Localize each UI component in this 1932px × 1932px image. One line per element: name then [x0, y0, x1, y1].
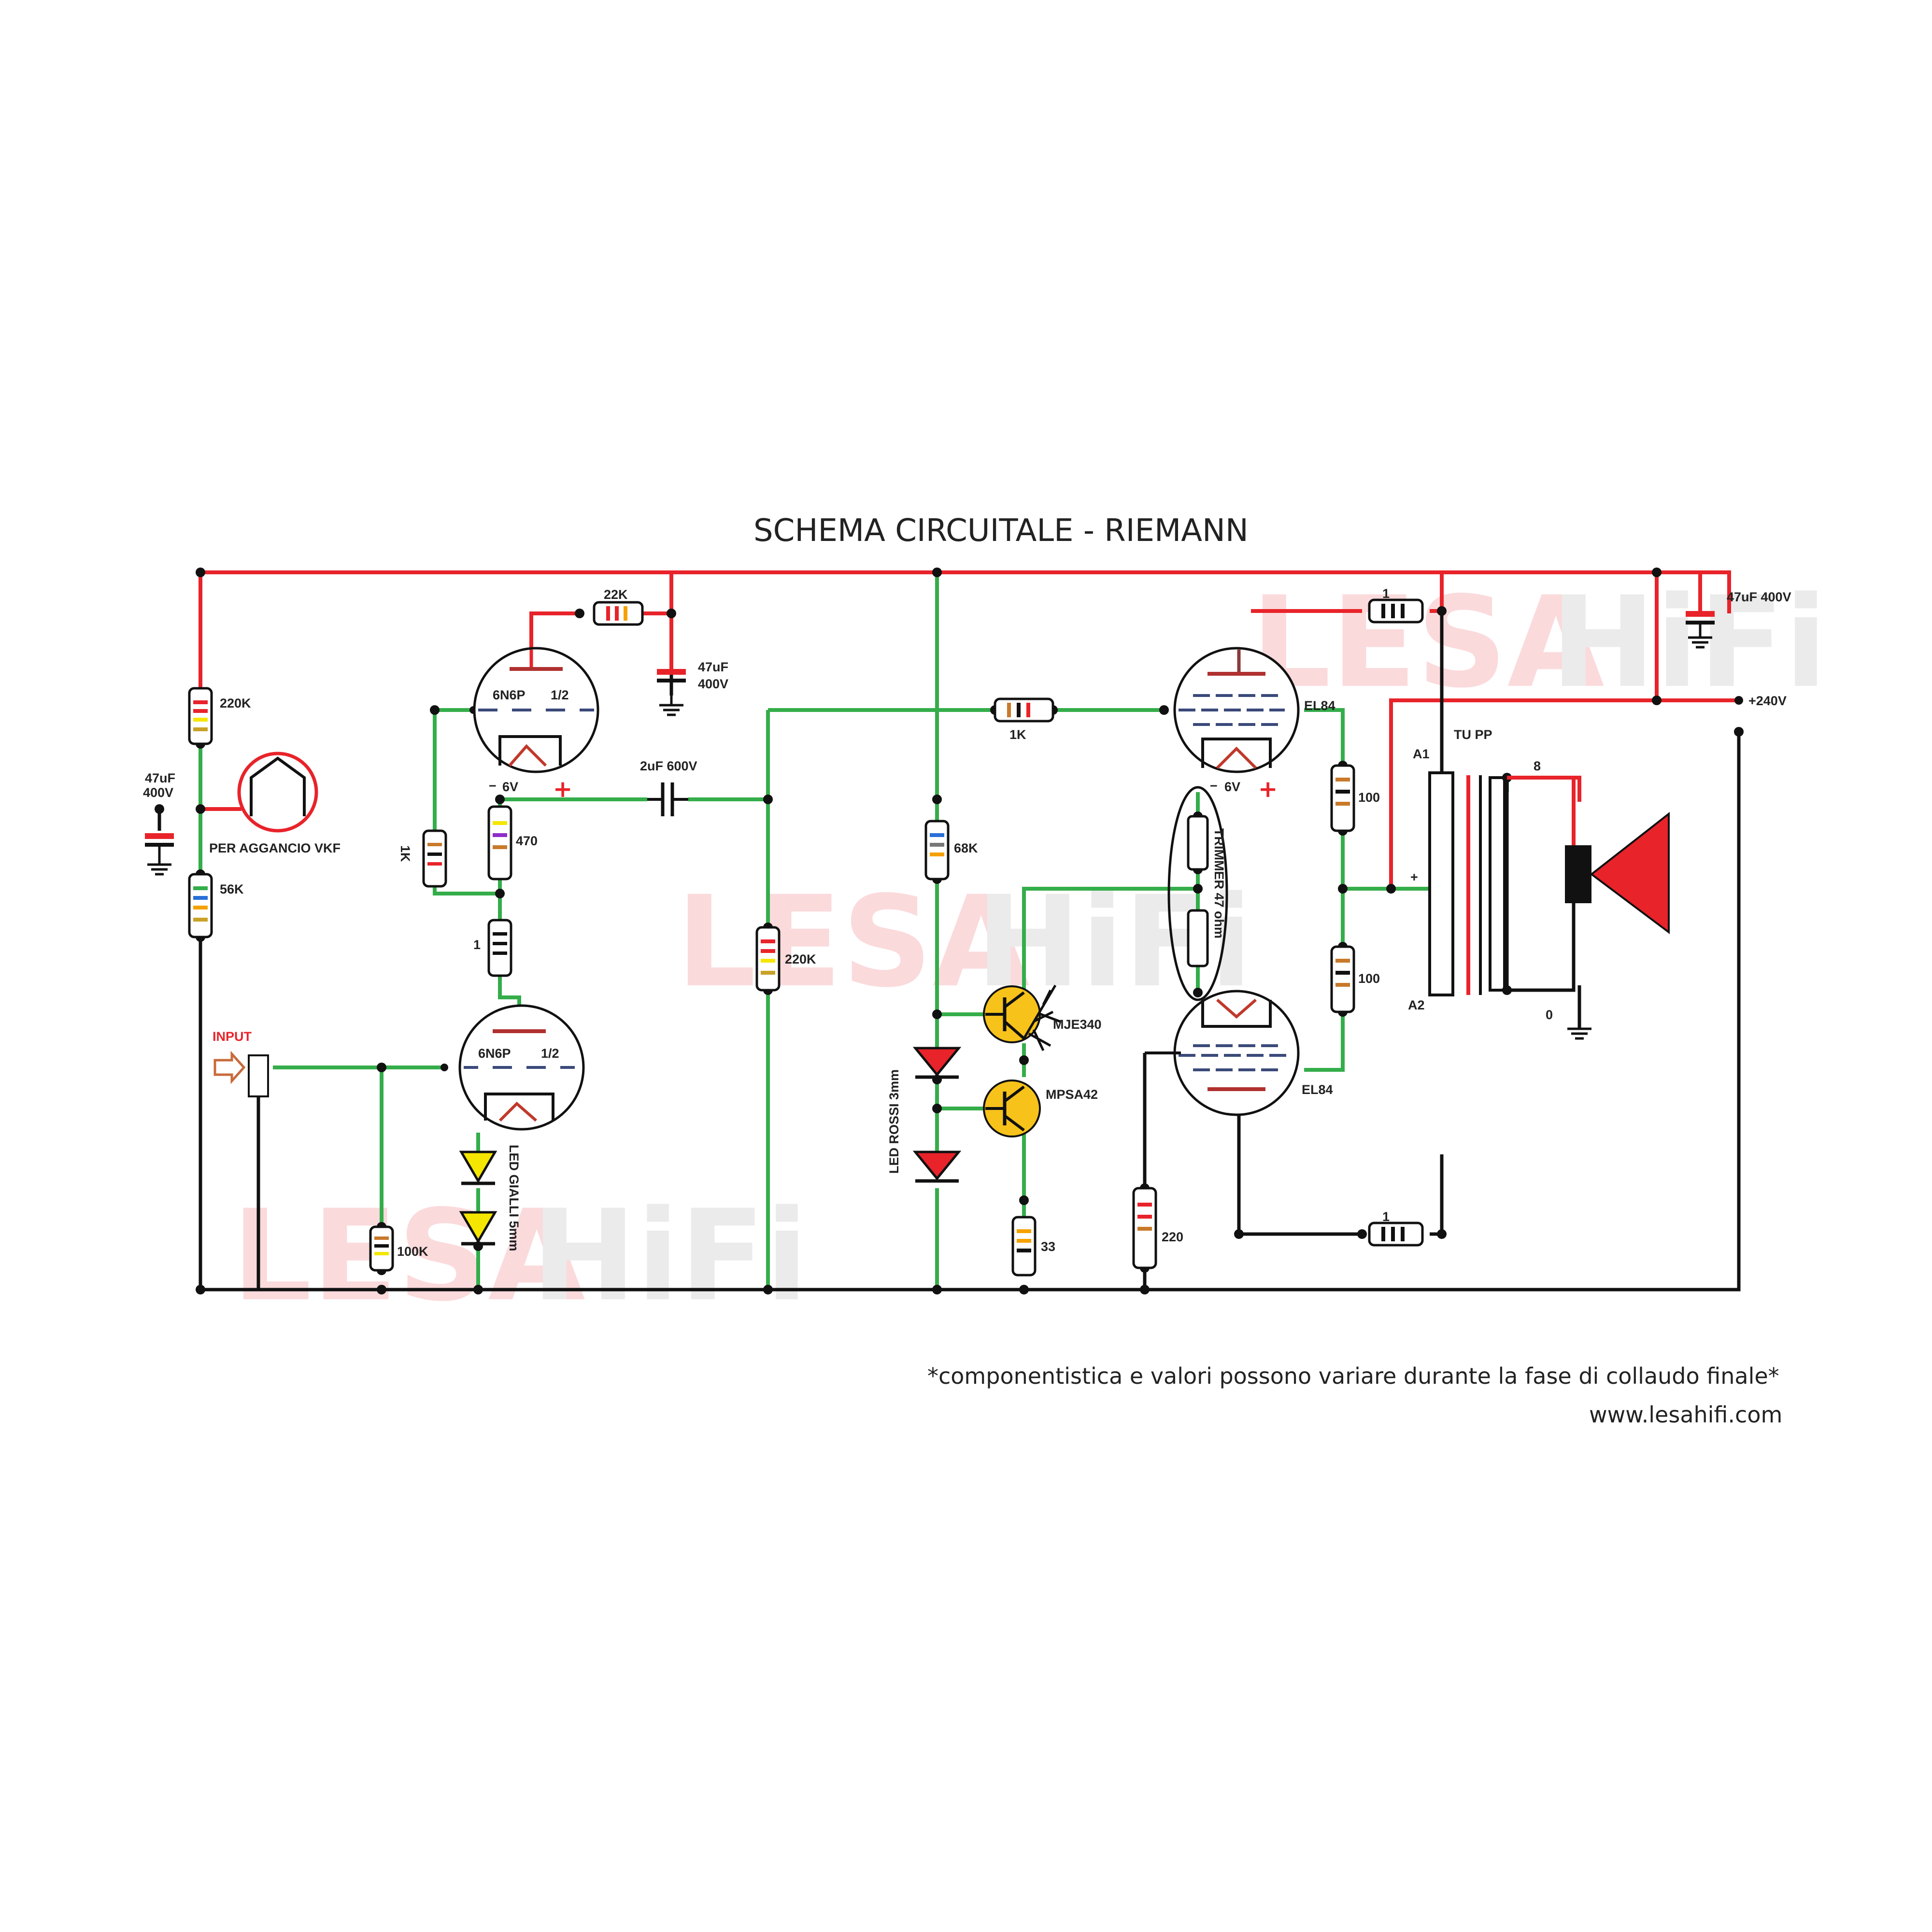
- label-a2: A2: [1408, 998, 1425, 1012]
- label-cap-left-1: 47uF: [145, 771, 175, 785]
- led-red-2: [912, 1151, 962, 1183]
- vkf-connector: PER AGGANCIO VKF: [209, 752, 341, 855]
- capacitor-47uf-left: 47uF 400V: [143, 771, 175, 876]
- ground-symbol-speaker: [1567, 1027, 1591, 1040]
- label-led-rossi: LED ROSSI 3mm: [887, 1069, 901, 1174]
- label-el84-top: EL84: [1304, 698, 1335, 713]
- svg-text:HiFi: HiFi: [1550, 570, 1827, 716]
- led-yellow-2: [459, 1211, 497, 1246]
- resistor-22k: 22K: [593, 587, 644, 626]
- resistor-1k-grid: 1K: [994, 697, 1054, 742]
- capacitor-47uf-right: 47uF 400V: [1686, 590, 1791, 649]
- label-led-gialli: LED GIALLI 5mm: [507, 1145, 521, 1251]
- heater-minus-1: −: [489, 779, 497, 793]
- label-tube1-half: 1/2: [551, 688, 569, 702]
- resistor-220: 220: [1132, 1187, 1183, 1269]
- watermark-lesahifi-bottom: LESA HiFi: [232, 1183, 808, 1329]
- label-a1: A1: [1413, 747, 1430, 761]
- label-tube1-heater: 6V: [502, 780, 518, 794]
- label-tu-pp: TU PP: [1454, 727, 1492, 742]
- resistor-100-top: 100: [1330, 764, 1380, 832]
- footer-note: *componentistica e valori possono variar…: [927, 1363, 1779, 1389]
- label-240v: +240V: [1748, 694, 1787, 708]
- resistor-220k-mid: 220K: [755, 926, 816, 992]
- led-yellow-1: [459, 1151, 497, 1185]
- heater-plus-1: +: [553, 776, 572, 803]
- label-tube2-type: 6N6P: [478, 1046, 511, 1061]
- speaker-icon: [1565, 811, 1670, 934]
- label-input: INPUT: [213, 1029, 252, 1044]
- label-tap0: 0: [1546, 1008, 1553, 1022]
- tube-6n6p-bottom: 6N6P 1/2: [458, 1004, 585, 1131]
- capacitor-2uf: 2uF 600V: [640, 759, 697, 816]
- label-cap-mid-2: 400V: [698, 677, 728, 691]
- output-transformer: TU PP A1 A2 + 8 0: [1408, 727, 1553, 1022]
- resistor-100k: 100K: [369, 1225, 428, 1272]
- resistor-1-bottom: 1: [1368, 1209, 1424, 1247]
- label-tap8: 8: [1534, 759, 1541, 773]
- resistor-1k-left: 1K: [398, 829, 447, 888]
- led-red-1: [912, 1047, 962, 1079]
- tube-6n6p-top: 6N6P 1/2 6V − +: [473, 647, 599, 803]
- svg-text:LESA: LESA: [232, 1183, 586, 1329]
- label-1k-left: 1K: [398, 845, 412, 862]
- input-jack: INPUT: [213, 1029, 269, 1097]
- label-plus: +: [1410, 870, 1418, 884]
- resistor-470: 470: [487, 805, 538, 881]
- heater-plus-3: +: [1258, 776, 1278, 803]
- label-220: 220: [1162, 1230, 1183, 1244]
- label-470: 470: [516, 834, 538, 848]
- label-mpsa42: MPSA42: [1046, 1087, 1098, 1102]
- label-220k-mid: 220K: [785, 952, 816, 966]
- transistor-mpsa42: MPSA42: [983, 1080, 1098, 1137]
- resistor-1-top: 1: [1368, 586, 1424, 624]
- label-trimmer: TRIMMER 47 ohm: [1212, 828, 1226, 938]
- resistor-1-left: 1: [473, 919, 512, 977]
- resistor-68k: 68K: [924, 820, 978, 881]
- resistor-33: 33: [1011, 1216, 1055, 1277]
- resistor-56k: 56K: [188, 873, 244, 938]
- label-100k: 100K: [397, 1244, 428, 1259]
- label-cap-mid-1: 47uF: [698, 660, 728, 674]
- diagram-title: SCHEMA CIRCUITALE - RIEMANN: [753, 513, 1249, 549]
- transistor-mje340: MJE340: [983, 984, 1102, 1051]
- svg-text:LESA: LESA: [676, 869, 1031, 1015]
- tube-el84-bottom: EL84: [1173, 990, 1333, 1116]
- label-tube1-type: 6N6P: [493, 688, 526, 702]
- capacitor-47uf-mid: 47uF 400V: [657, 650, 728, 716]
- svg-text:HiFi: HiFi: [531, 1183, 808, 1329]
- resistor-220k-left: 220K: [188, 687, 251, 745]
- trimmer-47-ohm: TRIMMER 47 ohm: [1167, 786, 1228, 1001]
- label-100-top: 100: [1358, 790, 1380, 805]
- label-tube3-heater: 6V: [1224, 780, 1240, 794]
- tube-el84-top: EL84 6V − +: [1173, 647, 1335, 803]
- label-33: 33: [1041, 1239, 1055, 1254]
- label-2uf: 2uF 600V: [640, 759, 697, 773]
- label-el84-bottom: EL84: [1302, 1082, 1333, 1097]
- label-1-bottom: 1: [1382, 1209, 1390, 1224]
- label-68k: 68K: [954, 841, 978, 855]
- footer-website[interactable]: www.lesahifi.com: [1589, 1402, 1782, 1428]
- label-1k-grid: 1K: [1009, 727, 1026, 742]
- label-tube2-half: 1/2: [541, 1046, 559, 1061]
- label-22k: 22K: [604, 587, 628, 602]
- resistor-100-bottom: 100: [1330, 945, 1380, 1013]
- label-cap-right: 47uF 400V: [1727, 590, 1791, 604]
- label-cap-left-2: 400V: [143, 785, 173, 800]
- label-100-bottom: 100: [1358, 971, 1380, 986]
- label-56k: 56K: [220, 882, 244, 896]
- label-1-top: 1: [1382, 586, 1390, 601]
- label-vkf: PER AGGANCIO VKF: [209, 841, 341, 855]
- ground-wiring: [157, 611, 1741, 1292]
- label-mje340: MJE340: [1053, 1017, 1102, 1032]
- watermark-lesahifi-top: LESA HiFi: [1251, 570, 1827, 716]
- svg-text:LESA: LESA: [1251, 570, 1605, 716]
- label-220k-left: 220K: [220, 696, 251, 710]
- label-1-left: 1: [473, 938, 481, 952]
- heater-minus-3: −: [1210, 779, 1218, 793]
